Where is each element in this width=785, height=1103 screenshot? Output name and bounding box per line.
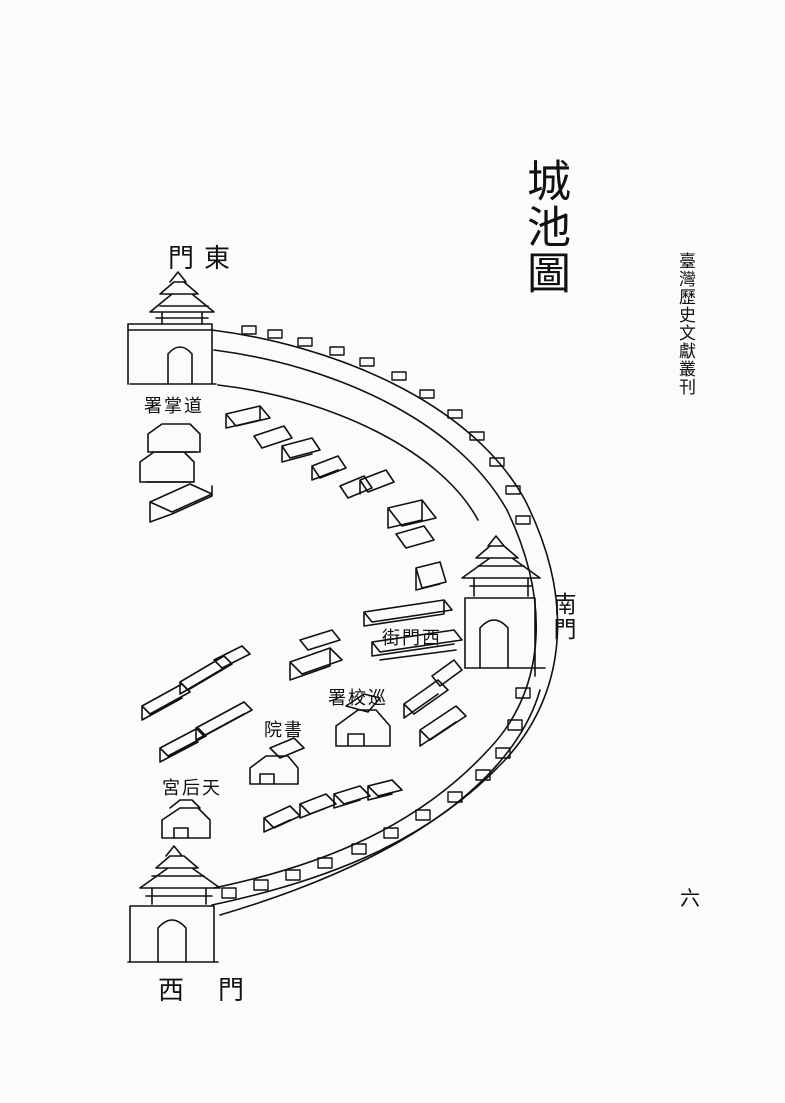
office-compound-upper [139,423,213,523]
west-gate-tower [127,845,221,963]
tianhou-temple [161,799,211,839]
academy-label: 院書 [264,720,304,741]
academy-buildings [249,737,305,785]
central-long-halls [363,599,463,661]
city-wall-inner-line [213,349,538,889]
inspector-office-label: 署校巡 [328,688,388,709]
series-title: 臺灣歷史文獻叢刊 [675,252,695,396]
tianhou-temple-label: 宮后天 [162,778,222,799]
street-front-rows-lower-left [141,629,343,763]
city-wall-outer-line [211,329,559,906]
street-front-rows-upper [225,405,447,591]
east-gate-label: 門東 [168,244,241,274]
moat-line [217,384,541,916]
south-gate-label: 南門 [549,592,575,642]
south-gate-tower [461,535,546,677]
street-front-rows-lower-right [403,659,467,747]
west-gate-street-label: 街門西 [382,628,442,649]
page-title: 城池圖 [519,158,570,296]
page-number: 六 [680,886,700,910]
west-gate-label: 西門 [158,976,279,1006]
bottom-house-row [263,779,403,833]
office-upper-label: 署掌道 [144,396,204,417]
wall-crenellations [221,325,531,899]
inspector-office-buildings [335,693,391,747]
east-gate-tower [127,271,217,385]
